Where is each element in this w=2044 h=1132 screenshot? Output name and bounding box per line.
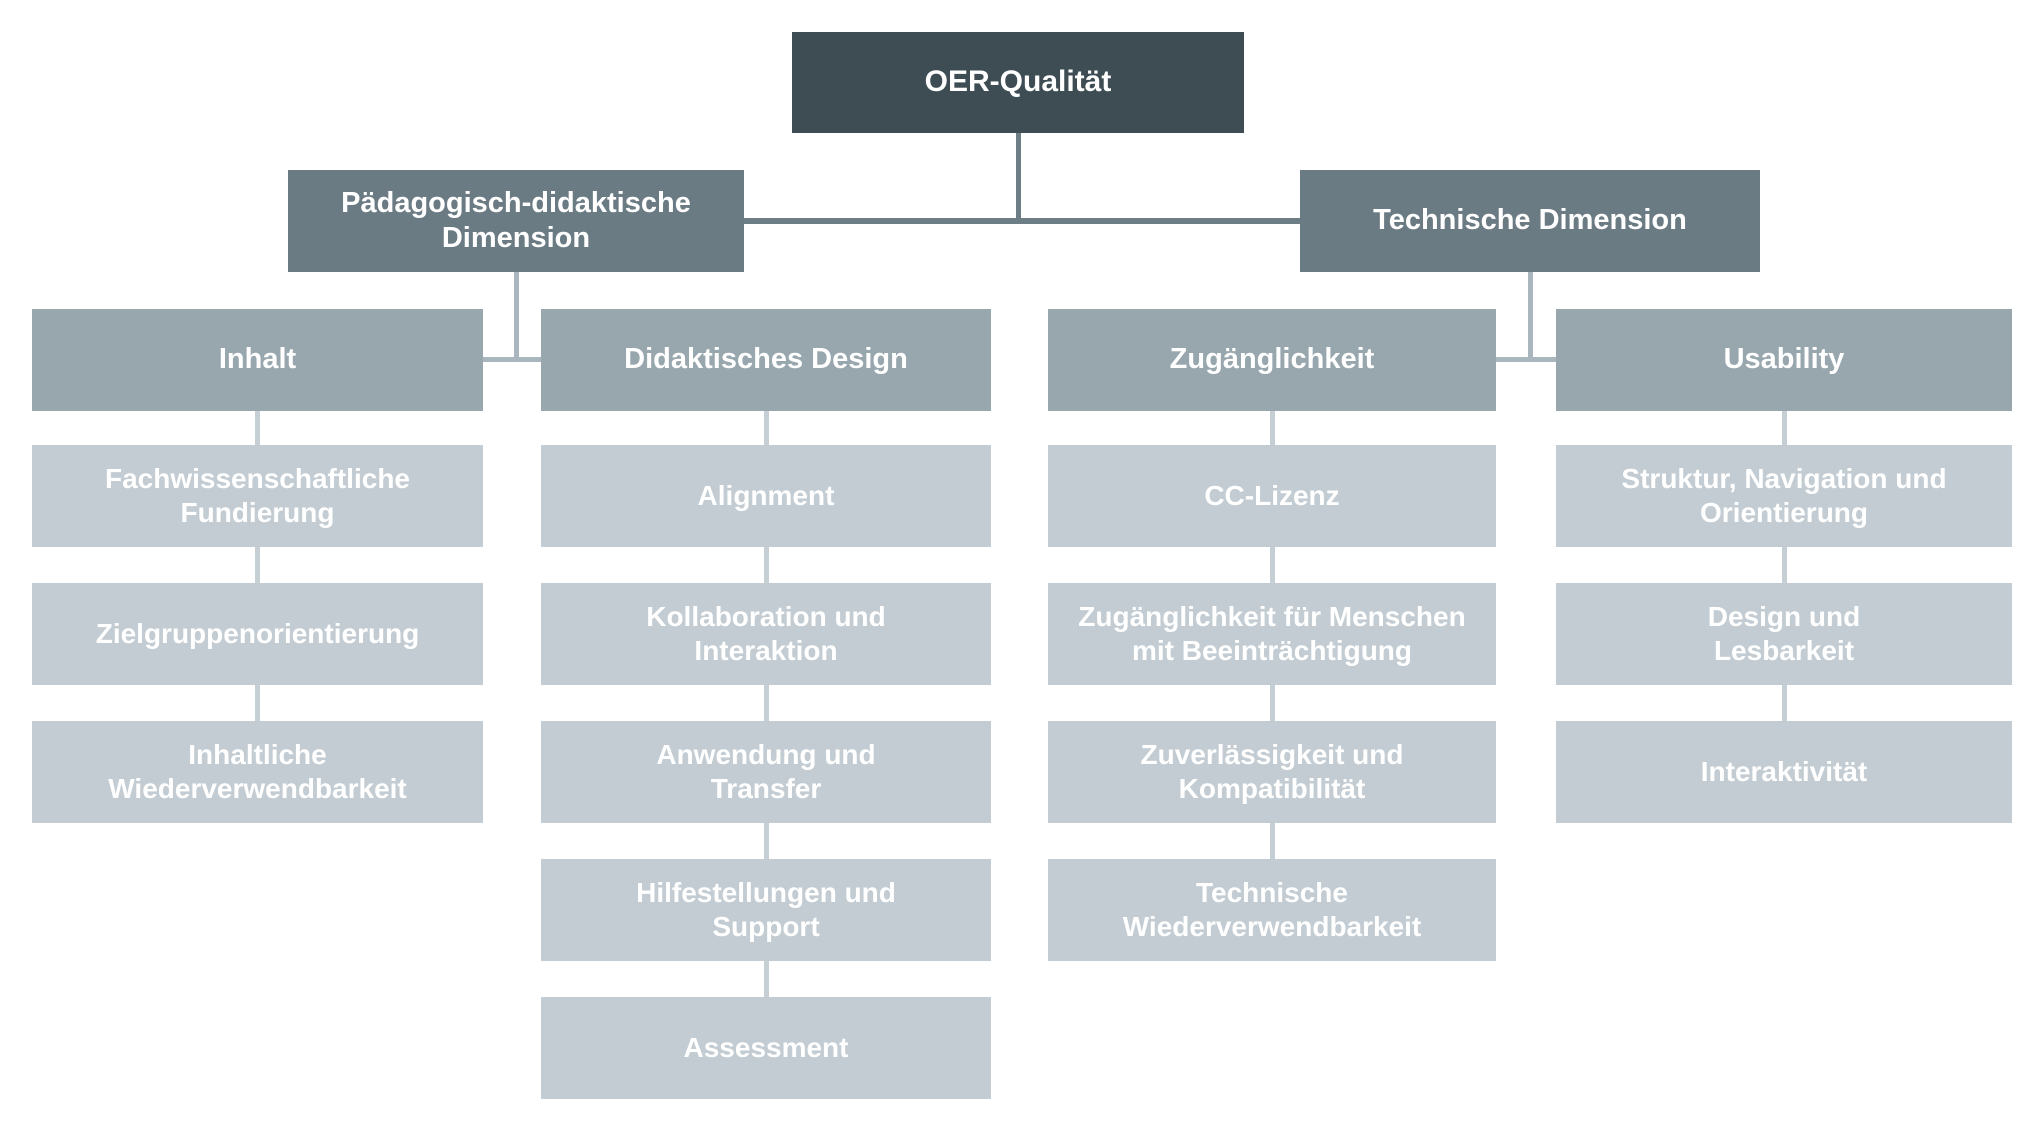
node-zuverlaessigkeit-und-kompatibilitaet: Zuverlässigkeit und Kompatibilität: [1048, 721, 1496, 823]
node-fachwissenschaftliche-fundierung-label: Fachwissenschaftliche Fundierung: [104, 462, 410, 528]
connector-col2-2: [764, 547, 769, 583]
node-technische-dimension: Technische Dimension: [1300, 170, 1760, 272]
node-interaktivitaet: Interaktivität: [1556, 721, 2012, 823]
node-struktur-navigation-orientierung-label: Struktur, Navigation und Orientierung: [1621, 462, 1947, 528]
connector-col3-4: [1270, 823, 1275, 859]
connector-col3-2: [1270, 547, 1275, 583]
connector-col2-5: [764, 961, 769, 997]
node-inhalt-label: Inhalt: [218, 343, 297, 376]
node-kollaboration-und-interaktion-label: Kollaboration und Interaktion: [646, 600, 886, 666]
connector-dimension-right-horizontal: [1496, 357, 1556, 362]
node-hilfestellungen-und-support: Hilfestellungen und Support: [541, 859, 991, 961]
node-zugaenglichkeit: Zugänglichkeit: [1048, 309, 1496, 411]
node-assessment: Assessment: [541, 997, 991, 1099]
node-hilfestellungen-und-support-label: Hilfestellungen und Support: [636, 876, 896, 942]
node-kollaboration-und-interaktion: Kollaboration und Interaktion: [541, 583, 991, 685]
connector-dimension-right-vertical: [1528, 272, 1533, 360]
node-anwendung-und-transfer-label: Anwendung und Transfer: [656, 738, 876, 804]
node-didaktisches-design: Didaktisches Design: [541, 309, 991, 411]
node-inhaltliche-wiederverwendbarkeit: Inhaltliche Wiederverwendbarkeit: [32, 721, 483, 823]
connector-col2-1: [764, 411, 769, 445]
node-usability-label: Usability: [1723, 343, 1845, 376]
connector-col4-3: [1782, 685, 1787, 721]
connector-dimension-left-vertical: [514, 272, 519, 360]
node-cc-lizenz-label: CC-Lizenz: [1204, 479, 1340, 511]
node-anwendung-und-transfer: Anwendung und Transfer: [541, 721, 991, 823]
node-technische-wiederverwendbarkeit: Technische Wiederverwendbarkeit: [1048, 859, 1496, 961]
node-struktur-navigation-orientierung: Struktur, Navigation und Orientierung: [1556, 445, 2012, 547]
node-zugaenglichkeit-label: Zugänglichkeit: [1169, 343, 1375, 376]
node-oer-qualitaet: OER-Qualität: [792, 32, 1244, 133]
node-zugaenglichkeit-fuer-menschen: Zugänglichkeit für Menschen mit Beeinträ…: [1048, 583, 1496, 685]
node-technische-dimension-label: Technische Dimension: [1373, 204, 1687, 237]
node-paedagogisch-didaktische-dimension-label: Pädagogisch-didaktische Dimension: [341, 186, 691, 254]
node-usability: Usability: [1556, 309, 2012, 411]
node-fachwissenschaftliche-fundierung: Fachwissenschaftliche Fundierung: [32, 445, 483, 547]
connector-col3-3: [1270, 685, 1275, 721]
node-alignment: Alignment: [541, 445, 991, 547]
node-interaktivitaet-label: Interaktivität: [1700, 755, 1868, 787]
connector-col3-1: [1270, 411, 1275, 445]
connector-col1-3: [255, 685, 260, 721]
connector-dimension-left-horizontal: [483, 357, 541, 362]
node-paedagogisch-didaktische-dimension: Pädagogisch-didaktische Dimension: [288, 170, 744, 272]
connector-col4-1: [1782, 411, 1787, 445]
node-cc-lizenz: CC-Lizenz: [1048, 445, 1496, 547]
connector-col1-2: [255, 547, 260, 583]
connector-col2-4: [764, 823, 769, 859]
node-zielgruppenorientierung: Zielgruppenorientierung: [32, 583, 483, 685]
connector-col2-3: [764, 685, 769, 721]
node-technische-wiederverwendbarkeit-label: Technische Wiederverwendbarkeit: [1122, 876, 1422, 942]
node-design-und-lesbarkeit-label: Design und Lesbarkeit: [1707, 600, 1861, 666]
node-inhalt: Inhalt: [32, 309, 483, 411]
node-design-und-lesbarkeit: Design und Lesbarkeit: [1556, 583, 2012, 685]
node-assessment-label: Assessment: [683, 1031, 849, 1063]
node-oer-qualitaet-label: OER-Qualität: [924, 65, 1112, 99]
node-zielgruppenorientierung-label: Zielgruppenorientierung: [95, 617, 420, 649]
connector-root-horizontal: [744, 218, 1300, 224]
node-alignment-label: Alignment: [697, 479, 835, 511]
connector-root-vertical: [1016, 133, 1021, 218]
node-inhaltliche-wiederverwendbarkeit-label: Inhaltliche Wiederverwendbarkeit: [108, 738, 407, 804]
node-zugaenglichkeit-fuer-menschen-label: Zugänglichkeit für Menschen mit Beeinträ…: [1078, 600, 1466, 666]
node-didaktisches-design-label: Didaktisches Design: [624, 343, 908, 376]
connector-col1-1: [255, 411, 260, 445]
node-zuverlaessigkeit-und-kompatibilitaet-label: Zuverlässigkeit und Kompatibilität: [1140, 738, 1404, 804]
connector-col4-2: [1782, 547, 1787, 583]
